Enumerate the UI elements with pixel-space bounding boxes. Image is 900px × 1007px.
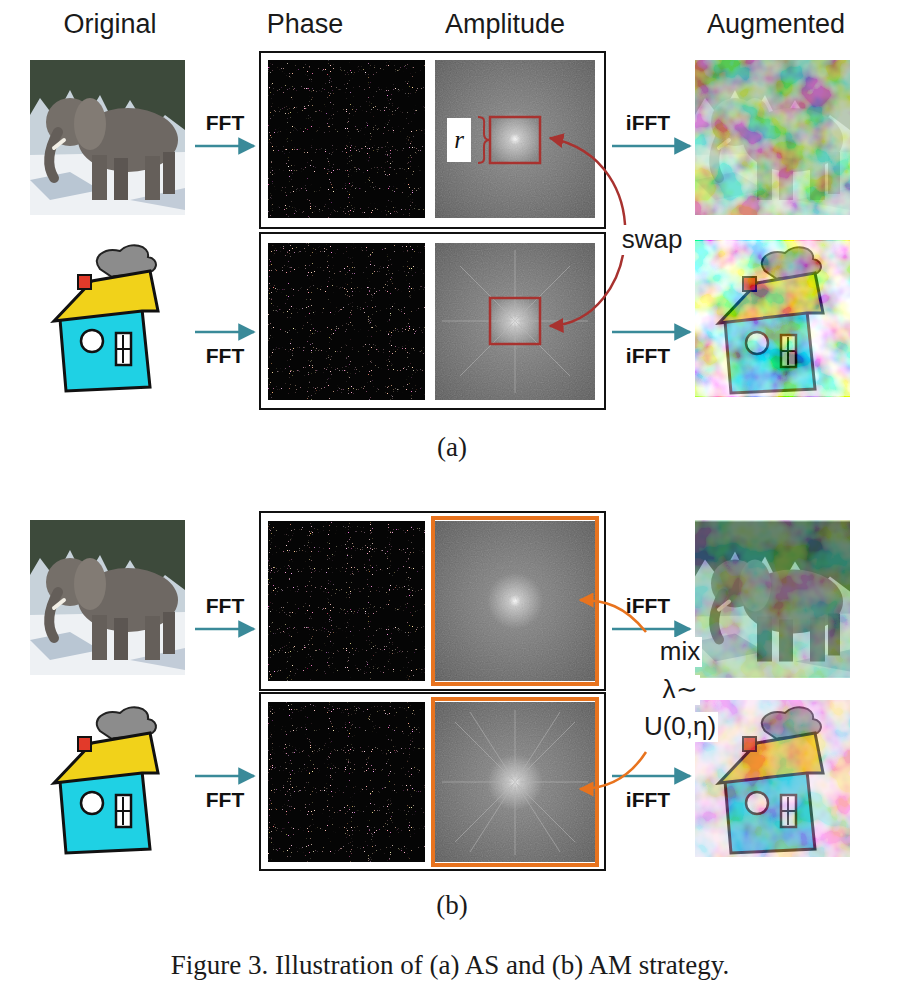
figure-graphic bbox=[490, 117, 540, 163]
figure-graphic bbox=[195, 331, 254, 334]
radius-brace bbox=[478, 117, 490, 163]
figure-graphic bbox=[695, 700, 850, 857]
panel-label: (b) bbox=[436, 890, 467, 921]
column-header: Augmented bbox=[707, 9, 845, 40]
column-header: Phase bbox=[267, 9, 344, 40]
figure-graphic bbox=[435, 702, 595, 862]
transform-label: iFFT bbox=[626, 111, 670, 135]
figure-graphic bbox=[695, 60, 850, 215]
figure-graphic bbox=[195, 145, 254, 148]
transform-label: FFT bbox=[206, 111, 244, 135]
figure-graphic bbox=[195, 775, 254, 778]
column-header: Amplitude bbox=[445, 9, 565, 40]
originals bbox=[30, 60, 185, 856]
transform-label: iFFT bbox=[626, 594, 670, 618]
figure-graphic bbox=[442, 250, 588, 393]
figure-graphic bbox=[695, 240, 850, 397]
figure-graphic bbox=[268, 521, 425, 681]
figure-graphic bbox=[268, 702, 425, 862]
figure-graphic bbox=[260, 693, 605, 870]
figure-graphic bbox=[268, 702, 425, 862]
figure-graphic bbox=[612, 145, 690, 148]
figure-graphic bbox=[442, 710, 588, 855]
figure-graphic bbox=[195, 628, 254, 631]
swap-arrow bbox=[550, 138, 625, 326]
figure-graphic bbox=[268, 243, 425, 400]
transform-label: FFT bbox=[206, 344, 244, 368]
figure-graphic bbox=[490, 298, 540, 344]
figure-graphic bbox=[695, 60, 850, 215]
spectrum-frames bbox=[260, 52, 605, 870]
low-frequency-boxes bbox=[490, 117, 540, 344]
transform-arrows bbox=[195, 146, 690, 776]
figure-graphic bbox=[30, 701, 185, 856]
figure-graphic bbox=[612, 628, 690, 631]
panel-label: (a) bbox=[437, 432, 467, 463]
figure-graphic bbox=[442, 250, 588, 393]
figure-graphic bbox=[435, 60, 595, 218]
figure-graphic bbox=[268, 60, 425, 218]
figure-graphic bbox=[435, 521, 595, 681]
amplitude-borders bbox=[433, 518, 597, 865]
figure-graphic bbox=[260, 52, 605, 228]
figure-graphic bbox=[268, 243, 425, 400]
figure-graphic bbox=[260, 512, 605, 690]
figure-graphic bbox=[435, 521, 595, 681]
figure-graphic bbox=[695, 520, 850, 678]
figure-graphic bbox=[695, 60, 850, 215]
operation-label: mix bbox=[658, 637, 702, 667]
figure-graphic bbox=[30, 239, 185, 394]
figure-graphic bbox=[695, 241, 850, 396]
figure-graphic bbox=[433, 699, 597, 865]
figure-graphic bbox=[435, 60, 595, 218]
column-header: Original bbox=[63, 9, 156, 40]
operation-label: swap bbox=[620, 225, 685, 255]
figure-graphic bbox=[695, 700, 850, 857]
figure-graphic bbox=[695, 520, 850, 678]
figure-graphic bbox=[695, 700, 850, 857]
formula-label: U(0,η) bbox=[642, 712, 718, 742]
phase-maps bbox=[268, 60, 425, 862]
figure-graphic bbox=[433, 518, 597, 684]
radius-symbol: r bbox=[454, 126, 464, 154]
figure-graphic bbox=[612, 331, 690, 334]
figure-graphic bbox=[695, 520, 850, 678]
mix-arrow bbox=[580, 752, 646, 789]
transform-label: FFT bbox=[206, 788, 244, 812]
transform-label: iFFT bbox=[626, 344, 670, 368]
radius-tag: r bbox=[447, 118, 471, 162]
figure-caption: Figure 3. Illustration of (a) AS and (b)… bbox=[171, 950, 729, 981]
figure-graphic bbox=[442, 710, 588, 855]
figure-graphic bbox=[268, 521, 425, 681]
formula-label: λ∼ bbox=[661, 675, 700, 705]
figure-graphic bbox=[695, 701, 850, 856]
augmented-images bbox=[695, 60, 850, 857]
figure-graphic bbox=[260, 233, 605, 409]
figure-graphic bbox=[435, 702, 595, 862]
figure-graphic bbox=[268, 60, 425, 218]
amplitude-maps bbox=[435, 60, 595, 862]
transform-label: iFFT bbox=[626, 788, 670, 812]
figure-graphic bbox=[695, 60, 850, 215]
transform-label: FFT bbox=[206, 594, 244, 618]
figure-graphic bbox=[30, 60, 185, 215]
figure-graphic bbox=[30, 520, 185, 675]
